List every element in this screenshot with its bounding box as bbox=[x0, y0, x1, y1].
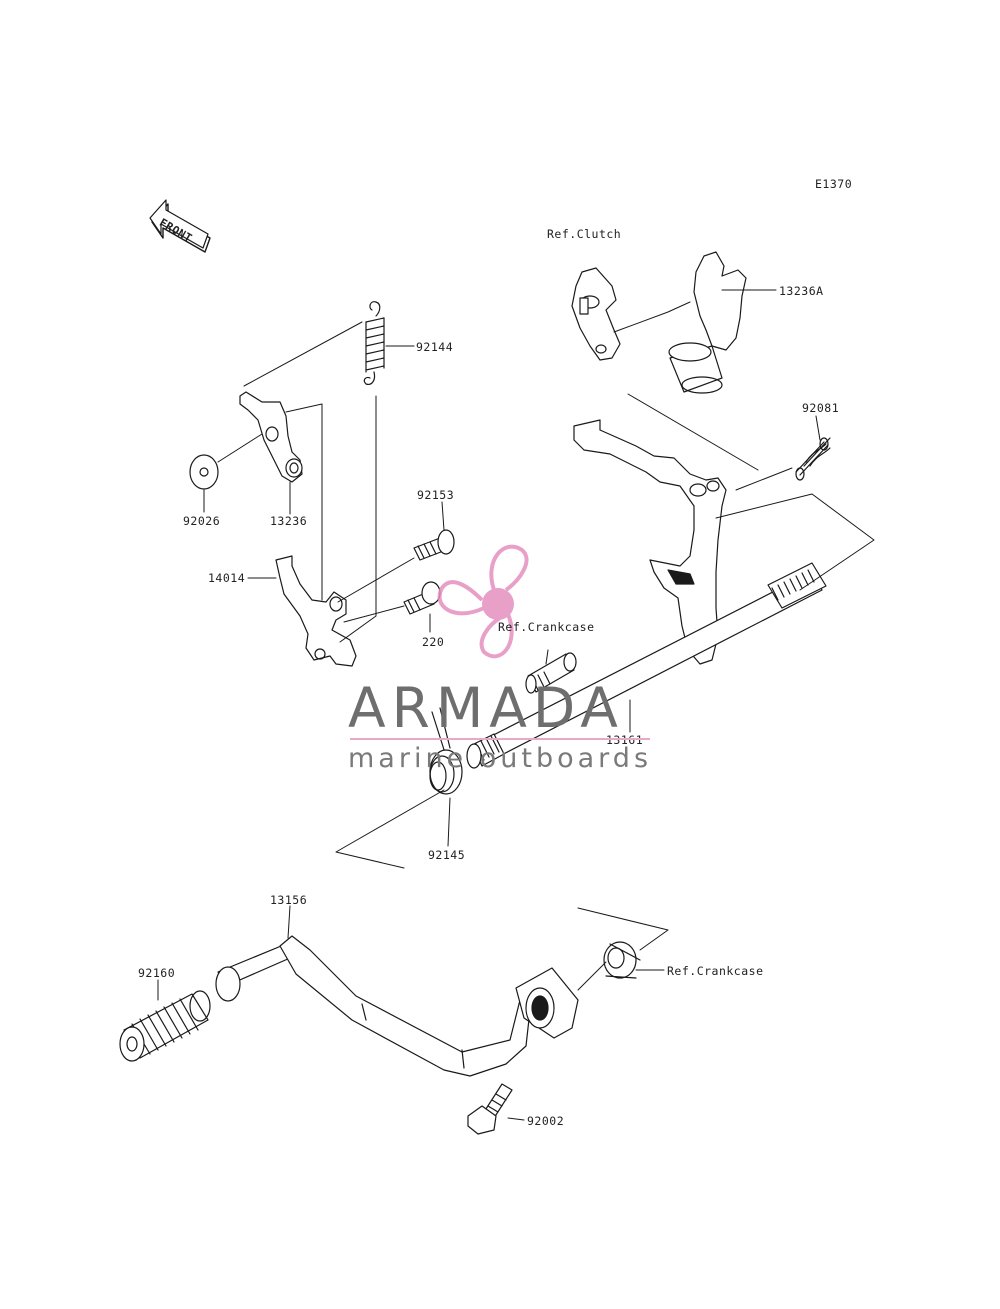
part-220-label[interactable]: 220 bbox=[422, 635, 445, 649]
pedal-rubber-92160-part bbox=[119, 990, 211, 1062]
oil-seal-part bbox=[603, 941, 641, 979]
part-92002-label[interactable]: 92002 bbox=[527, 1114, 565, 1128]
part-13236A-label[interactable]: 13236A bbox=[779, 284, 824, 298]
shift-shaft-arm-part bbox=[573, 419, 727, 665]
watermark-divider bbox=[350, 738, 650, 740]
ref-crankcase-lower-label[interactable]: Ref.Crankcase bbox=[667, 964, 764, 978]
crankcase-stud-part bbox=[525, 652, 577, 694]
shift-shaft-13161-part bbox=[466, 562, 827, 769]
washer-92026-part bbox=[189, 454, 219, 490]
front-arrow-icon bbox=[149, 199, 211, 253]
spring-92144-part bbox=[363, 301, 385, 385]
diagram-code: E1370 bbox=[815, 177, 853, 191]
shift-pedal-13156-part bbox=[215, 935, 579, 1077]
bracket-13236A-part bbox=[668, 251, 747, 394]
lever-13236-part bbox=[239, 391, 303, 483]
watermark-logo-icon bbox=[437, 544, 529, 659]
part-13161-label[interactable]: 13161 bbox=[606, 733, 644, 747]
part-13236-label[interactable]: 13236 bbox=[270, 514, 308, 528]
part-92081-label[interactable]: 92081 bbox=[802, 401, 840, 415]
bolt-92002-part bbox=[467, 1083, 513, 1135]
part-13156-label[interactable]: 13156 bbox=[270, 893, 308, 907]
part-92145-label[interactable]: 92145 bbox=[428, 848, 466, 862]
watermark-subtitle: marine outboards bbox=[348, 743, 653, 774]
watermark-title: ARMADA bbox=[348, 676, 624, 740]
ref-crankcase-upper-label[interactable]: Ref.Crankcase bbox=[498, 620, 595, 634]
ref-clutch-label[interactable]: Ref.Clutch bbox=[547, 227, 622, 241]
part-92153-label[interactable]: 92153 bbox=[417, 488, 455, 502]
part-92026-label[interactable]: 92026 bbox=[183, 514, 221, 528]
part-92144-label[interactable]: 92144 bbox=[416, 340, 454, 354]
shift-arm-14014-part bbox=[275, 555, 357, 667]
bolt-92153-part bbox=[413, 529, 455, 561]
leader-lines bbox=[217, 301, 875, 991]
spring-92145-part bbox=[429, 707, 463, 795]
part-14014-label[interactable]: 14014 bbox=[208, 571, 246, 585]
spring-92081-part bbox=[795, 437, 831, 481]
clutch-lever-part bbox=[571, 267, 621, 361]
part-92160-label[interactable]: 92160 bbox=[138, 966, 176, 980]
bolt-220-part bbox=[403, 581, 441, 615]
